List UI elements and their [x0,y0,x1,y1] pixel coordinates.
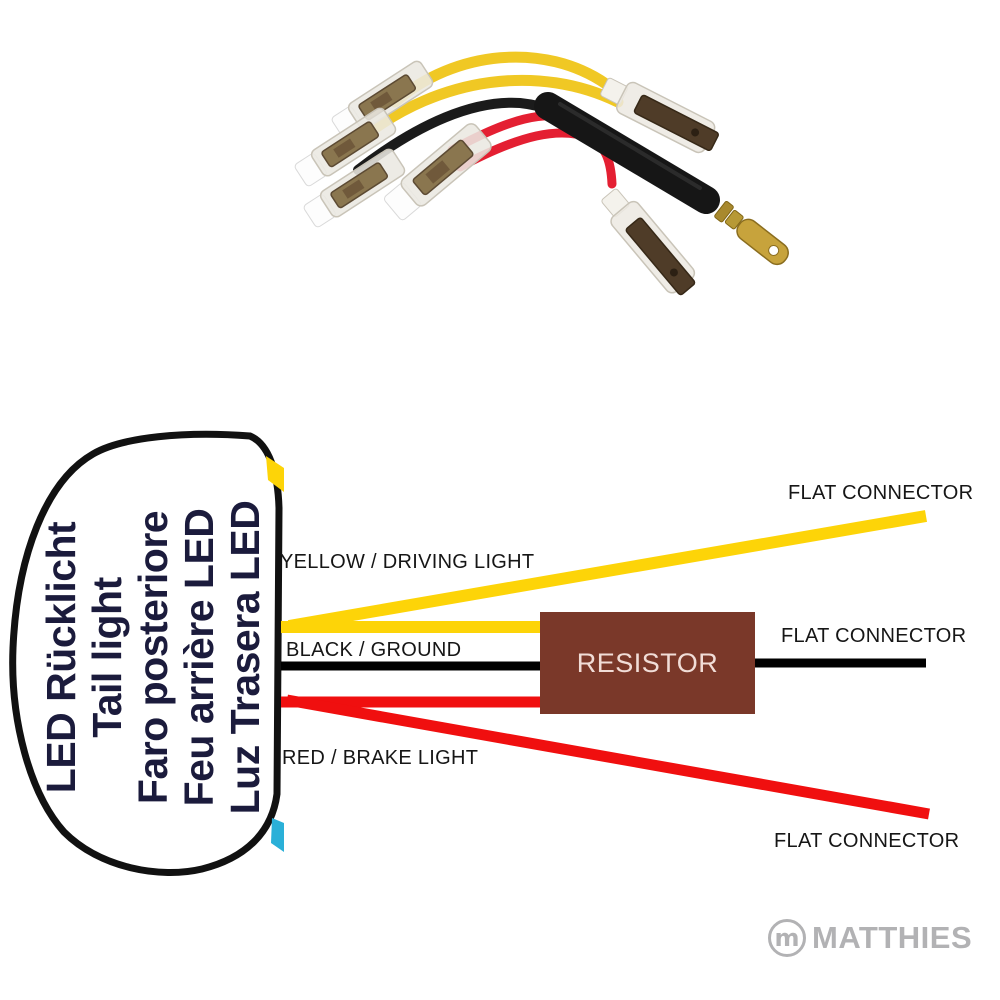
tail-light-outline [9,430,283,877]
label-red-wire: RED / BRAKE LIGHT [282,747,479,769]
yellow-wire-diagonal [287,510,928,632]
photo-resistor-sleeve [534,92,720,214]
device-label-line-es: Luz Trasera LED [221,500,268,815]
watermark-brand: MATTHIES [812,920,973,955]
photo-sleeve-highlight [558,102,702,190]
label-yellow-wire: YELLOW / DRIVING LIGHT [280,551,535,573]
device-label-line-de: LED Rücklicht [37,521,84,794]
device-label: LED Rücklicht Tail light Faro posteriore… [35,455,270,860]
device-label-line-fr: Feu arrière LED [175,508,222,807]
photo-spade-terminal [714,201,789,266]
photo-yellow-wire-2 [356,74,624,144]
resistor-label: RESISTOR [576,647,719,678]
matthies-logo-icon: m [768,919,806,957]
photo-connector-left-3 [303,148,406,228]
logo-monogram: m [774,924,800,952]
cyan-stub [271,818,284,852]
yellow-stub [266,456,284,492]
photo-connector-right-top [600,77,719,154]
resistor-box [540,612,755,714]
red-wire-diagonal [286,694,930,820]
photo-group [294,51,789,296]
label-flat-connector-yellow: FLAT CONNECTOR [788,482,974,504]
photo-connector-right-bottom [601,188,696,296]
device-label-line-en: Tail light [83,577,130,738]
photo-connector-left-1 [331,60,434,140]
photo-connector-left-2 [294,107,397,187]
label-flat-connector-black: FLAT CONNECTOR [781,625,967,647]
label-black-wire: BLACK / GROUND [286,639,462,661]
label-flat-connector-red: FLAT CONNECTOR [774,830,960,852]
device-label-line-it: Faro posteriore [129,510,176,805]
photo-connector-left-4 [383,123,492,221]
watermark: m MATTHIES [768,919,972,957]
